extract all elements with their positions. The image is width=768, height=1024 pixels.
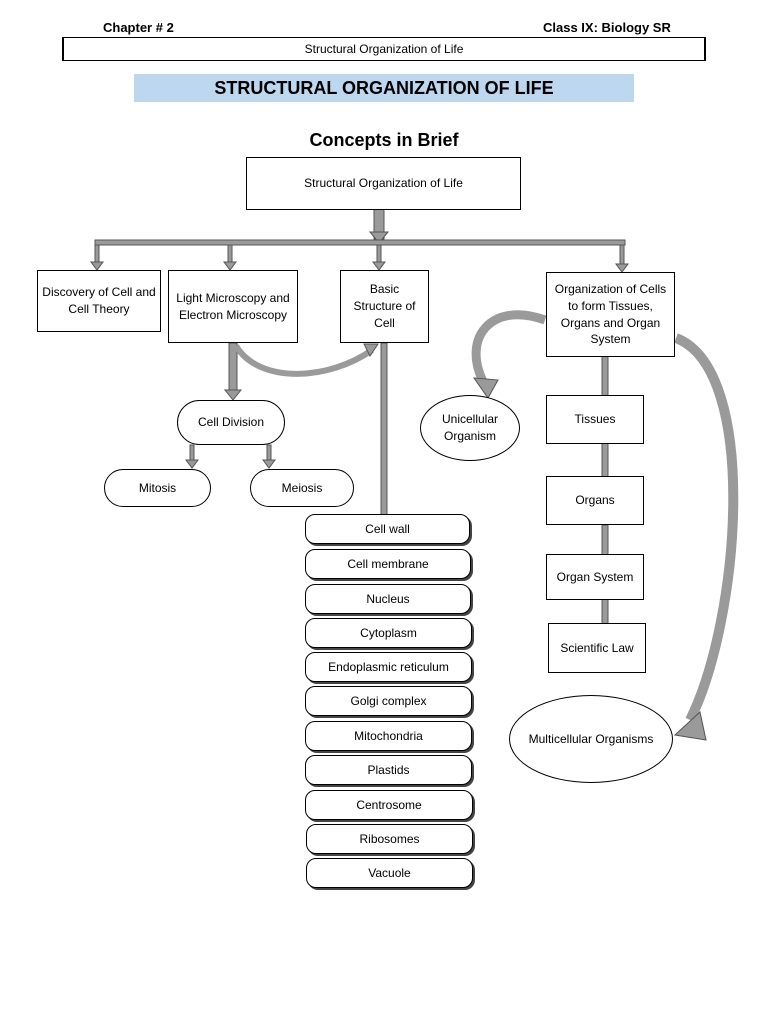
curve-org-multicellular (673, 333, 739, 723)
node-mitosis: Mitosis (104, 469, 211, 507)
node-unicellular: Unicellular Organism (420, 395, 520, 461)
node-organization: Organization of Cells to form Tissues, O… (546, 272, 675, 357)
drop-discovery (94, 244, 100, 264)
cell-part-plastids: Plastids (305, 755, 472, 785)
org-chain-2 (601, 442, 609, 478)
cell-part-nucleus: Nucleus (305, 584, 471, 614)
node-multicellular: Multicellular Organisms (509, 695, 673, 783)
node-microscopy: Light Microscopy and Electron Microscopy (168, 270, 298, 343)
org-chain-1 (601, 355, 609, 397)
cell-part-ribosomes: Ribosomes (306, 824, 473, 854)
org-chain-4 (601, 598, 609, 625)
node-scientific-law: Scientific Law (548, 623, 646, 673)
node-organs: Organs (546, 476, 644, 525)
cell-part-centrosome: Centrosome (305, 790, 473, 820)
node-organ-system: Organ System (546, 554, 644, 600)
drop-organization (619, 244, 625, 266)
banner-title: STRUCTURAL ORGANIZATION OF LIFE (134, 74, 634, 102)
cell-part-mitochondria: Mitochondria (305, 721, 472, 751)
curve-microscopy-basic (233, 344, 374, 377)
basic-structure-trunk (380, 342, 388, 516)
cell-part-vacuole: Vacuole (306, 858, 473, 888)
root-trunk-head (368, 231, 390, 244)
cell-part-er: Endoplasmic reticulum (305, 652, 472, 682)
cell-part-cell-membrane: Cell membrane (305, 549, 471, 579)
node-meiosis: Meiosis (250, 469, 354, 507)
drop-microscopy (227, 244, 233, 264)
subtitle-box: Structural Organization of Life (62, 37, 706, 61)
class-label: Class IX: Biology SR (543, 20, 671, 35)
cell-part-cytoplasm: Cytoplasm (305, 618, 472, 648)
node-tissues: Tissues (546, 395, 644, 444)
root-node: Structural Organization of Life (246, 157, 521, 210)
curve-org-unicellular (471, 310, 547, 388)
node-cell-division: Cell Division (177, 400, 285, 445)
node-basic-structure: Basic Structure of Cell (340, 270, 429, 343)
branch-bar (94, 239, 626, 246)
chapter-label: Chapter # 2 (103, 20, 174, 35)
cell-part-golgi: Golgi complex (305, 686, 472, 716)
section-title: Concepts in Brief (309, 130, 459, 150)
org-chain-3 (601, 524, 609, 556)
cell-part-cell-wall: Cell wall (305, 514, 470, 544)
node-discovery: Discovery of Cell and Cell Theory (37, 270, 161, 332)
drop-basic (376, 244, 382, 264)
